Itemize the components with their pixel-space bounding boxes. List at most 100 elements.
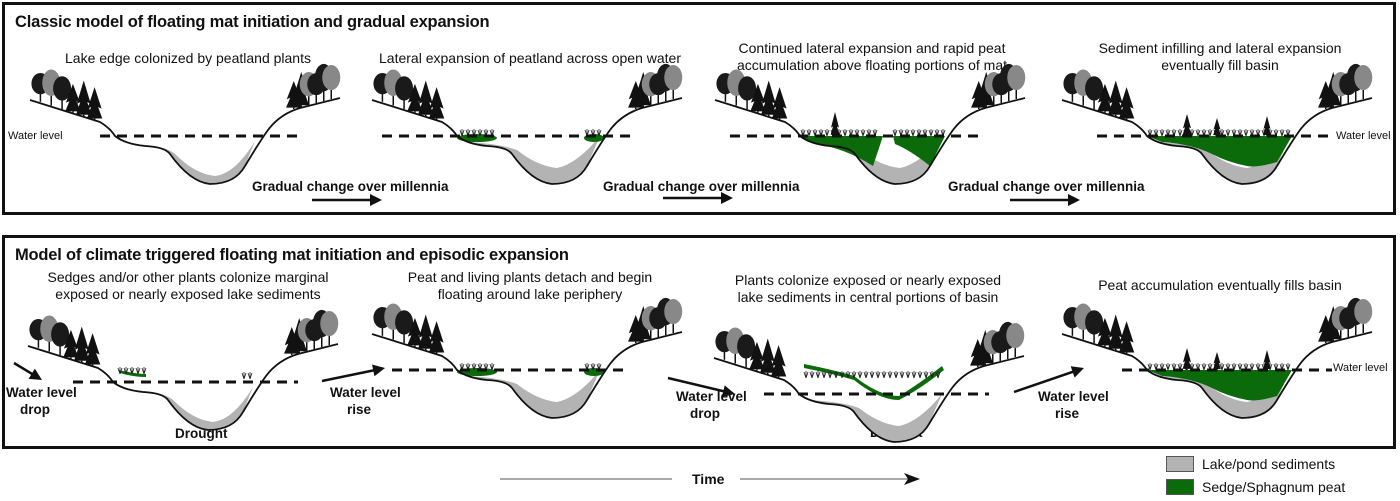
classic-stage-4-caption: Sediment infilling and lateral expansion…: [1098, 40, 1342, 73]
conifer-tree-icon: [407, 317, 423, 346]
classic-stage-3-caption: Continued lateral expansion and rapid pe…: [736, 40, 1008, 73]
sedge-plant-icon: [596, 129, 602, 137]
sedge-plant-icon: [135, 367, 141, 375]
legend-swatch-peat: [1166, 479, 1194, 495]
arrow-head-icon: [370, 194, 382, 206]
sedge-plant-icon: [489, 363, 495, 371]
time-axis-label: Time: [692, 471, 725, 487]
conifer-tree-icon: [1108, 314, 1124, 349]
lake-basin-scene: [27, 309, 339, 431]
transition-label: Gradual change over millennia: [603, 179, 800, 194]
lake-basin-scene: [713, 321, 1025, 443]
water-level-label: Water level: [1336, 130, 1391, 142]
lake-basin-scene: [29, 63, 341, 185]
sedge-plant-icon: [887, 371, 893, 379]
deciduous-tree-icon: [51, 322, 70, 347]
conifer-tree-icon: [1097, 83, 1113, 112]
sedge-plant-icon: [141, 367, 147, 375]
classic-model-panel: Classic model of floating mat initiation…: [2, 2, 1396, 215]
lake-basin-scene: [371, 297, 683, 419]
sedge-plant-icon: [123, 367, 129, 375]
sedge-plant-icon: [247, 372, 253, 380]
conifer-tree-icon: [418, 80, 434, 115]
peat-mat-left: [800, 136, 883, 166]
sedge-plant-icon: [923, 371, 929, 379]
sedge-plant-icon: [1177, 129, 1183, 137]
sedge-plant-icon: [1237, 363, 1243, 371]
sedge-plant-icon: [827, 371, 833, 379]
sedge-plant-icon: [1207, 129, 1213, 137]
deciduous-tree-icon: [322, 65, 341, 91]
sedge-plant-icon: [928, 129, 934, 137]
water-level-drop-arrow-shaft: [667, 376, 728, 394]
deciduous-tree-icon: [1354, 299, 1373, 325]
sedge-plant-icon: [1225, 129, 1231, 137]
sedge-plant-icon: [117, 367, 123, 375]
arrow-head-icon: [1070, 366, 1084, 378]
sedge-plant-icon: [875, 371, 881, 379]
sedge-plant-icon: [893, 371, 899, 379]
sedge-plant-icon: [1249, 363, 1255, 371]
arrow-head-icon: [1068, 194, 1080, 206]
lake-sediment-fill: [1157, 136, 1290, 184]
sedge-plant-icon: [1219, 363, 1225, 371]
sedge-plant-icon: [892, 129, 898, 137]
deciduous-tree-icon: [664, 65, 683, 91]
sedge-plant-icon: [839, 371, 845, 379]
sedge-plant-icon: [824, 129, 830, 137]
lake-sediment-fill: [467, 370, 600, 418]
arrow-head-icon: [721, 192, 733, 204]
conifer-tree-icon: [407, 83, 423, 112]
sedge-plant-icon: [845, 371, 851, 379]
legend-swatch-sediments: [1166, 456, 1194, 472]
deciduous-tree-icon: [1007, 65, 1026, 91]
legend-label: Lake/pond sediments: [1202, 456, 1336, 472]
sedge-plant-icon: [881, 371, 887, 379]
conifer-tree-icon: [428, 321, 445, 353]
conifer-tree-icon: [84, 333, 101, 365]
conifer-tree-icon: [63, 329, 79, 358]
sedge-plant-icon: [1201, 363, 1207, 371]
sedge-plant-icon: [905, 371, 911, 379]
sedge-plant-icon: [911, 371, 917, 379]
conifer-tree-icon: [1182, 114, 1192, 135]
lake-sediment-fill: [1157, 370, 1290, 418]
sedge-plant-icon: [935, 371, 941, 379]
conifer-tree-icon: [1263, 350, 1271, 369]
climate-stage-3-caption: Plants colonize exposed or nearly expose…: [734, 272, 1002, 305]
classic-stage-2-caption: Lateral expansion of peatland across ope…: [379, 50, 681, 66]
basin-profile-line: [29, 97, 341, 185]
sedge-plant-icon: [471, 363, 477, 371]
classic-model-title: Classic model of floating mat initiation…: [15, 13, 490, 31]
peat-mat-center: [804, 364, 944, 400]
sedge-plant-icon: [857, 371, 863, 379]
peat-mat-full: [1147, 370, 1292, 401]
lake-sediment-fill: [809, 394, 942, 442]
deciduous-tree-icon: [1006, 323, 1025, 349]
sedge-plant-icon: [809, 371, 815, 379]
lake-basin-scene: [371, 63, 683, 185]
sedge-plant-icon: [863, 371, 869, 379]
sedge-plant-icon: [806, 129, 812, 137]
deciduous-tree-icon: [320, 311, 339, 337]
sedge-plant-icon: [833, 371, 839, 379]
conifer-tree-icon: [1213, 352, 1221, 370]
sedge-plant-icon: [1285, 363, 1291, 371]
arrow-head-icon: [28, 368, 42, 380]
lake-sediment-fill: [810, 136, 943, 184]
lake-basin-scene: [1061, 297, 1373, 419]
sedge-plant-icon: [869, 371, 875, 379]
sedge-plant-icon: [241, 372, 247, 380]
conifer-tree-icon: [418, 314, 434, 349]
classic-stage-1-caption: Lake edge colonized by peatland plants: [65, 50, 311, 66]
sedge-plant-icon: [129, 367, 135, 375]
arrow-head-icon: [721, 385, 735, 398]
sedge-plant-icon: [842, 129, 848, 137]
conifer-tree-icon: [76, 80, 92, 115]
sedge-plant-icon: [1165, 363, 1171, 371]
conifer-tree-icon: [86, 87, 103, 119]
